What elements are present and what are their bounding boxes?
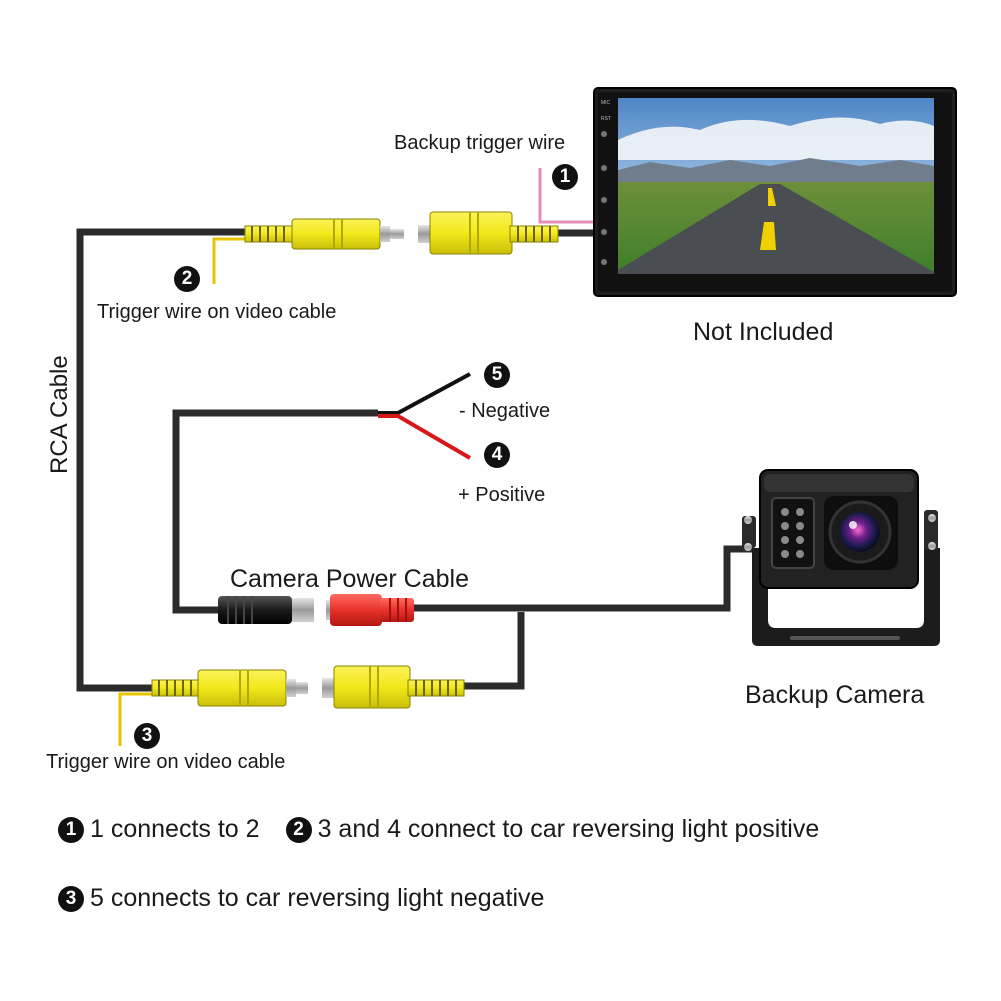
legend-item-2: 2 3 and 4 connect to car reversing light…: [285, 815, 820, 844]
positive-wire: [378, 414, 472, 460]
rca-connector-bottom-right: [322, 665, 465, 709]
backup-camera: [742, 469, 940, 646]
power-connector-red: [326, 594, 414, 626]
monitor-button-rst: RST: [601, 116, 611, 122]
rca-cable-lines: [76, 228, 596, 692]
marker-1: 1: [552, 164, 578, 190]
legend-row-2: 3 5 connects to car reversing light nega…: [58, 884, 544, 913]
label-rca-cable: RCA Cable: [46, 355, 73, 474]
trigger-wire-bottom: [118, 692, 155, 746]
label-negative: - Negative: [459, 400, 550, 422]
marker-3: 3: [134, 723, 160, 749]
trigger-wire-top: [212, 237, 250, 284]
negative-wire: [378, 372, 471, 415]
backup-trigger-wire: [538, 168, 596, 224]
camera-power-cable-line: [172, 409, 752, 614]
legend-item-3: 3 5 connects to car reversing light nega…: [58, 884, 544, 913]
label-backup-trigger-wire: Backup trigger wire: [394, 132, 565, 154]
label-trigger-wire-bottom: Trigger wire on video cable: [46, 751, 285, 773]
legend-marker-1: 1: [58, 816, 84, 843]
power-connector-black: [218, 596, 314, 624]
label-camera-power-cable: Camera Power Cable: [230, 565, 469, 593]
label-backup-camera: Backup Camera: [745, 681, 924, 709]
label-positive: + Positive: [458, 484, 545, 506]
label-trigger-wire-top: Trigger wire on video cable: [97, 301, 336, 323]
legend-marker-3: 3: [58, 885, 84, 912]
rca-connector-bottom-left: [151, 669, 308, 707]
legend-marker-2: 2: [285, 816, 312, 843]
marker-2: 2: [174, 266, 200, 292]
legend-text-2: 3 and 4 connect to car reversing light p…: [317, 815, 820, 843]
marker-4: 4: [484, 442, 510, 468]
monitor-button-mic: MIC: [601, 100, 611, 106]
label-not-included: Not Included: [693, 318, 833, 346]
legend-row-1: 1 1 connects to 2 2 3 and 4 connect to c…: [58, 815, 819, 844]
rca-connector-top-left: [244, 218, 404, 250]
legend-text-1: 1 connects to 2: [90, 815, 260, 843]
monitor: [593, 87, 957, 297]
marker-5: 5: [484, 362, 510, 388]
legend-text-3: 5 connects to car reversing light negati…: [90, 884, 545, 912]
legend-item-1: 1 1 connects to 2: [58, 815, 260, 844]
rca-connector-top-right: [418, 211, 559, 255]
